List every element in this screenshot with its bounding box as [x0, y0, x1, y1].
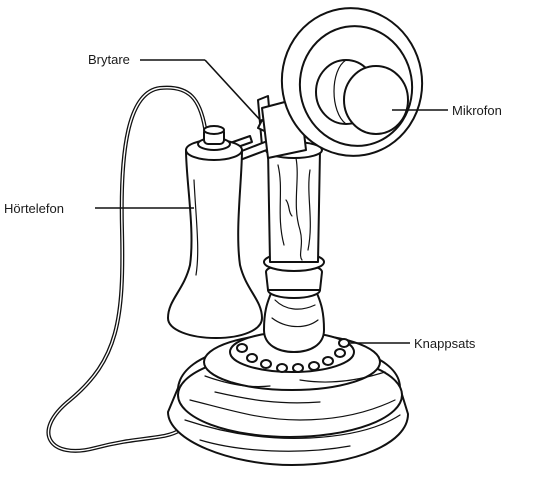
microphone [262, 0, 434, 167]
leader-line-brytare-diagonal [205, 60, 262, 122]
label-knappsats: Knappsats [414, 336, 476, 351]
label-mikrofon: Mikrofon [452, 103, 502, 118]
telephone-stem [264, 142, 324, 352]
label-brytare: Brytare [88, 52, 130, 67]
label-hortelefon: Hörtelefon [4, 201, 64, 216]
